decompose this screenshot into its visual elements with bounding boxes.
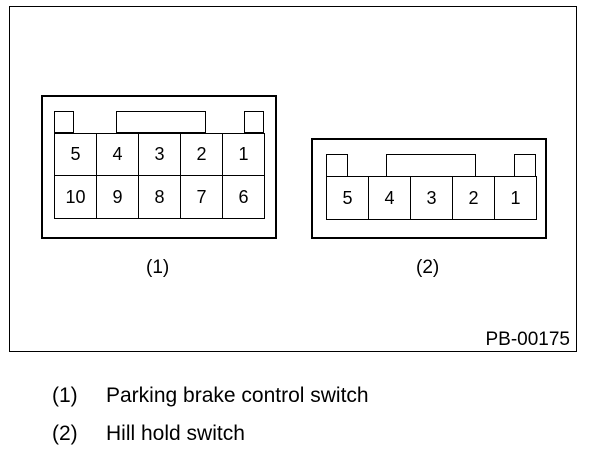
connector-2-latch-left xyxy=(326,154,348,177)
connector-1-pin: 6 xyxy=(222,175,265,219)
connector-1-pin: 8 xyxy=(138,175,181,219)
connector-1-pin: 4 xyxy=(96,133,139,176)
connector-1-pin: 2 xyxy=(180,133,223,176)
figure-code: PB-00175 xyxy=(485,329,570,350)
connector-1-latch-center xyxy=(116,111,206,133)
legend-item: (1) Parking brake control switch xyxy=(52,384,369,408)
connector-1-latch-right xyxy=(244,111,264,133)
connector-1-pin: 1 xyxy=(222,133,265,176)
connector-1-latch-left xyxy=(54,111,74,133)
connector-2-pin: 1 xyxy=(494,176,537,220)
connector-2-pin: 3 xyxy=(410,176,453,220)
connector-1-pin: 9 xyxy=(96,175,139,219)
connector-2-pin: 5 xyxy=(326,176,369,220)
legend-item: (2) Hill hold switch xyxy=(52,422,245,446)
connector-2-latch-right xyxy=(514,154,536,177)
connector-1-pin: 10 xyxy=(54,175,97,219)
connector-2-pin: 4 xyxy=(368,176,411,220)
diagram-frame: 5 4 3 2 1 10 9 8 7 6 (1) 5 4 3 2 1 (2) P… xyxy=(9,6,577,352)
connector-1-pin: 5 xyxy=(54,133,97,176)
connector-1: 5 4 3 2 1 10 9 8 7 6 xyxy=(41,95,277,239)
connector-1-pin: 7 xyxy=(180,175,223,219)
connector-2-latch-center xyxy=(386,154,476,177)
connector-1-caption: (1) xyxy=(146,257,170,278)
connector-2: 5 4 3 2 1 xyxy=(311,138,547,239)
connector-1-pin: 3 xyxy=(138,133,181,176)
connector-2-caption: (2) xyxy=(416,257,440,278)
connector-2-pin: 2 xyxy=(452,176,495,220)
legend-number: (2) xyxy=(52,422,78,445)
legend-label: Parking brake control switch xyxy=(106,384,369,407)
legend-number: (1) xyxy=(52,384,78,407)
legend-label: Hill hold switch xyxy=(106,422,245,445)
